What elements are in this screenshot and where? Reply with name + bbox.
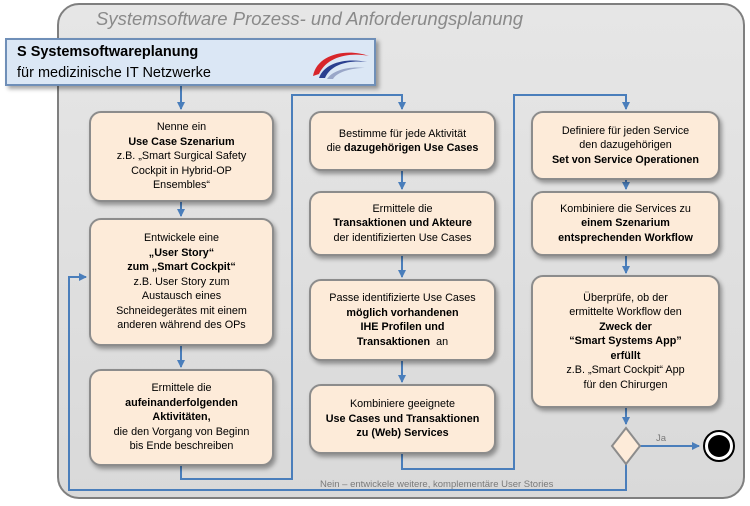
b10-line3: Zweck der — [599, 320, 652, 333]
b5-line3: der identifizierten Use Cases — [333, 231, 472, 244]
b1-line3: z.B. „Smart Surgical Safety — [116, 150, 247, 163]
b8-line2: den dazugehörigen — [579, 139, 672, 152]
decision-diamond — [610, 426, 642, 466]
b1-line1: Nenne ein — [156, 121, 207, 134]
b2-line3: zum „Smart Cockpit“ — [127, 261, 236, 274]
b10-line4: “Smart Systems App” — [569, 335, 682, 348]
b7-line2: Use Cases und Transaktionen — [325, 412, 480, 425]
b3-line1: Ermittele die — [151, 382, 212, 395]
step-box-transactions: Ermittele die Transaktionen und Akteure … — [309, 191, 496, 256]
b2-line6: Schneidegerätes mit einem — [116, 304, 247, 317]
b9-line2: einem Szenarium — [581, 217, 670, 230]
b7-line1: Kombiniere geeignete — [349, 398, 456, 411]
header-title: S Systemsoftwareplanung — [17, 44, 199, 60]
b7-line3: zu (Web) Services — [356, 427, 449, 440]
arrow-b3-to-b4 — [180, 94, 406, 480]
b4-line2b: dazugehörigen Use Cases — [344, 142, 479, 154]
b2-line7: anderen während des OPs — [117, 319, 246, 332]
step-box-activities: Ermittele die aufeinanderfolgenden Aktiv… — [89, 369, 274, 466]
b6-line4a: Transaktionen — [356, 335, 431, 348]
header-box: S Systemsoftwareplanung für medizinische… — [5, 38, 376, 86]
b6-line1: Passe identifizierte Use Cases — [329, 292, 476, 304]
b1-line2: Use Case Szenarium — [128, 135, 235, 148]
b2-line5: Austausch eines — [141, 290, 222, 303]
frame-title: Systemsoftware Prozess- und Anforderungs… — [96, 8, 524, 29]
b6-line3: IHE Profilen und — [360, 321, 445, 333]
b10-line2: ermittelte Workflow den — [569, 306, 682, 319]
b4-line1: Bestimme für jede Aktivität — [338, 127, 467, 140]
step-box-verify: Überprüfe, ob der ermittelte Workflow de… — [531, 275, 720, 408]
b8-line1: Definiere für jeden Service — [561, 124, 690, 137]
step-box-web-services: Kombiniere geeignete Use Cases und Trans… — [309, 384, 496, 454]
b3-line3: Aktivitäten, — [152, 411, 211, 424]
b5-line2: Transaktionen und Akteure — [333, 217, 472, 230]
b9-line1: Kombiniere die Services zu — [560, 202, 691, 215]
b6-line2: möglich vorhandenen — [346, 306, 459, 319]
b3-line4: die den Vorgang von Beginn — [113, 425, 250, 438]
step-box-service-operations: Definiere für jeden Service den dazugehö… — [531, 111, 720, 180]
b3-line2: aufeinanderfolgenden — [125, 396, 238, 409]
arrow-no-loop — [68, 273, 627, 491]
end-node-inner — [708, 435, 730, 457]
b10-line6: z.B. „Smart Cockpit“ App — [566, 364, 685, 377]
b1-line5: Ensembles“ — [152, 179, 210, 192]
b6-line4b: an — [436, 335, 449, 348]
b10-line5: erfüllt — [610, 349, 641, 362]
step-box-user-story: Entwickele eine „User Story“ zum „Smart … — [89, 218, 274, 346]
b9-line3: entsprechenden Workflow — [558, 231, 693, 244]
b2-line4: z.B. User Story zum — [133, 275, 230, 288]
b3-line5: bis Ende beschreiben — [129, 440, 234, 453]
b2-line1: Entwickele eine — [143, 232, 220, 245]
step-box-workflow: Kombiniere die Services zu einem Szenari… — [531, 191, 720, 256]
yes-label: Ja — [656, 433, 667, 444]
swoosh-logo-icon — [313, 52, 369, 79]
b1-line4: Cockpit in Hybrid-OP — [131, 164, 232, 177]
arrow-b7-to-b8 — [401, 94, 630, 470]
b2-line2: „User Story“ — [148, 246, 215, 259]
header-subtitle: für medizinische IT Netzwerke — [17, 65, 211, 81]
step-box-use-cases: Bestimme für jede Aktivität die dazugehö… — [309, 111, 496, 171]
no-label: Nein – entwickele weitere, komplementäre… — [320, 479, 554, 490]
b8-line3: Set von Service Operationen — [551, 153, 699, 166]
b5-line1: Ermittele die — [372, 202, 433, 215]
step-box-ihe-profiles: Passe identifizierte Use Cases möglich v… — [309, 279, 496, 361]
b4-line2a: die — [326, 142, 341, 154]
b10-line7: für den Chirurgen — [583, 378, 668, 391]
step-box-use-case: Nenne ein Use Case Szenarium z.B. „Smart… — [89, 111, 274, 202]
b10-line1: Überprüfe, ob der — [583, 291, 668, 304]
